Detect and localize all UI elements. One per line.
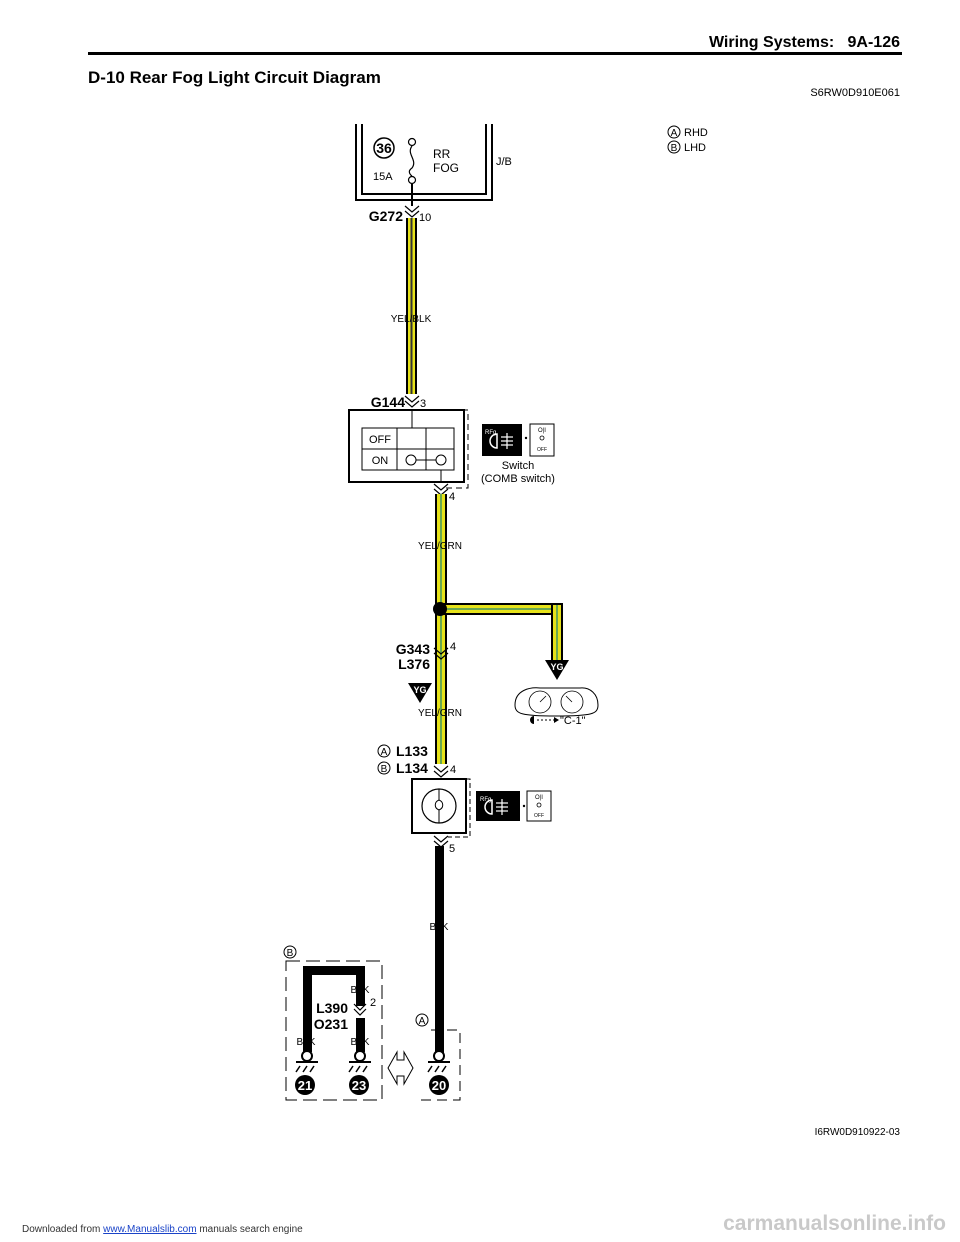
ground-point-23-circle — [349, 1075, 369, 1095]
meter-ref-label: "C-1" — [560, 715, 586, 727]
connector-g343: G343 — [396, 641, 430, 657]
svg-text:YG: YG — [413, 685, 426, 695]
connector-g144-pin-out: 4 — [449, 491, 455, 503]
switch-icon-off-text: OFF — [537, 447, 547, 453]
rear-fog-switch-icon: RFg O|I OFF — [482, 423, 555, 457]
fog-lamp-icon — [489, 433, 498, 449]
connector-l133-pin-out: 5 — [449, 843, 455, 855]
connector-g343-pin: 4 — [450, 641, 456, 653]
ground-point-20: 20 — [432, 1078, 446, 1093]
watermark: carmanualsonline.info — [723, 1212, 946, 1235]
wire-label-blk-b3: BLK — [351, 1037, 370, 1048]
connector-l134: L134 — [396, 760, 428, 776]
connector-g272-symbol — [404, 205, 420, 213]
l133-marker: A — [381, 747, 388, 758]
switch-caption-line1: Switch — [502, 460, 534, 472]
ground-point-23: 23 — [352, 1078, 366, 1093]
connector-g144: G144 — [371, 394, 405, 410]
ground-group-rhd: A 20 — [415, 1013, 461, 1101]
fuse-number-circle — [373, 137, 395, 159]
svg-text:O|I: O|I — [535, 795, 543, 801]
connector-l133: L133 — [396, 743, 428, 759]
wire-label-yel-grn-1: YEL/GRN — [418, 541, 462, 552]
header-page-number: 9A-126 — [847, 34, 900, 51]
ground-group-lhd: B BLK 2 L390 O231 BLK BLK 21 23 — [283, 945, 383, 1101]
wire-label-blk-b2: BLK — [297, 1037, 316, 1048]
connector-g272: G272 — [369, 208, 403, 224]
legend-marker-a: A — [671, 128, 678, 139]
fuse-name-line1: RR — [433, 147, 451, 161]
download-prefix: Downloaded from — [22, 1224, 101, 1235]
wire-label-blk-b1: BLK — [351, 985, 370, 996]
switch-off-label: OFF — [369, 434, 391, 446]
header-section: Wiring Systems: — [708, 34, 835, 51]
diagram-code: S6RW0D910E061 — [810, 87, 900, 99]
legend-marker-b: B — [671, 143, 678, 154]
svg-text:YG: YG — [550, 662, 563, 672]
switch-on-label: ON — [372, 455, 389, 467]
yg-tag-main: YG — [408, 683, 432, 703]
ground-marker-a: A — [419, 1016, 426, 1027]
legend: A RHD B LHD — [667, 125, 708, 154]
wire-yel-grn-branch — [440, 603, 563, 663]
rear-fog-switch-icon-2: RFg O|I OFF — [476, 790, 552, 822]
legend-label-rhd: RHD — [684, 127, 708, 139]
rear-fog-lamp — [411, 778, 471, 838]
manualslib-link[interactable]: www.Manualslib.com — [103, 1224, 197, 1235]
fuse-rating: 15A — [373, 171, 393, 183]
ground-marker-b: B — [287, 948, 294, 959]
yg-tag-meter: YG — [545, 660, 569, 680]
connector-l390-pin: 2 — [370, 997, 376, 1009]
connector-l376: L376 — [398, 656, 430, 672]
junction-block: 36 15A RR FOG J/B — [355, 124, 512, 201]
fuse-name-line2: FOG — [433, 161, 459, 175]
download-source: Downloaded from www.Manualslib.com manua… — [22, 1224, 303, 1235]
connector-o231: O231 — [314, 1016, 348, 1032]
figure-code: I6RW0D910922-03 — [814, 1127, 900, 1138]
connector-l390: L390 — [316, 1000, 348, 1016]
svg-text:O|I: O|I — [538, 428, 546, 434]
fuse-number: 36 — [376, 140, 392, 156]
wire-yel-blk — [406, 218, 417, 394]
wire-blk-main — [435, 846, 444, 1053]
wire-label-yel-blk: YEL/BLK — [391, 314, 432, 325]
download-suffix: manuals search engine — [199, 1224, 303, 1235]
page-header: Wiring Systems: 9A-126 — [709, 34, 900, 52]
wire-label-blk-main: BLK — [430, 922, 449, 933]
rfg-label: RFg — [485, 430, 496, 436]
alternative-arrow-icon — [387, 1050, 414, 1086]
legend-label-lhd: LHD — [684, 142, 706, 154]
splice-point — [433, 602, 447, 616]
l134-marker: B — [381, 764, 388, 775]
combination-meter-icon — [514, 687, 599, 717]
comb-switch: OFF ON — [348, 409, 469, 489]
meter-reference: "C-1" — [530, 715, 586, 727]
wire-label-yel-grn-2: YEL/GRN — [418, 708, 462, 719]
fog-indicator-icon — [530, 716, 534, 724]
connector-g144-pin-in: 3 — [420, 398, 426, 410]
switch-caption-line2: (COMB switch) — [481, 473, 555, 485]
junction-box-label: J/B — [496, 156, 512, 168]
header-rule — [88, 52, 902, 55]
fuse-symbol — [408, 145, 415, 177]
wire-yel-grn-main — [435, 494, 447, 764]
svg-text:RFg: RFg — [480, 797, 491, 803]
diagram-title: D-10 Rear Fog Light Circuit Diagram — [88, 68, 381, 87]
ground-point-20-circle — [429, 1075, 449, 1095]
ground-point-21-circle — [295, 1075, 315, 1095]
connector-g272-pin: 10 — [419, 212, 431, 224]
ground-point-21: 21 — [298, 1078, 312, 1093]
svg-text:OFF: OFF — [534, 813, 544, 819]
connector-l133-pin-in: 4 — [450, 764, 456, 776]
